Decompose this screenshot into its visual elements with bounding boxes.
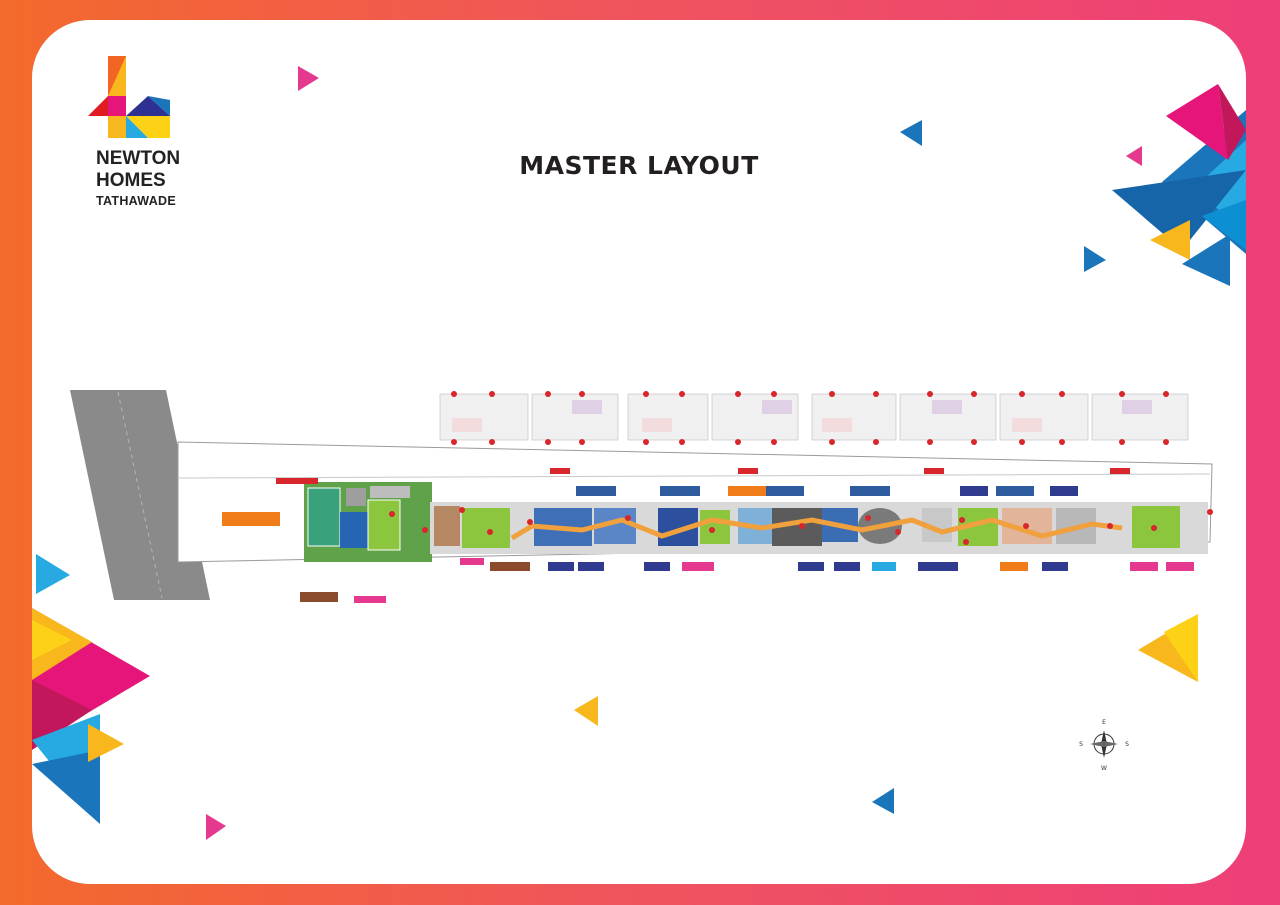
tower-plans xyxy=(439,393,1189,441)
compass-rose-icon: E W S S xyxy=(1079,719,1129,772)
zone-label-brown xyxy=(300,592,338,602)
brand-line-1: NEWTON xyxy=(96,148,181,169)
newton-homes-logo xyxy=(88,56,170,138)
swimming-pool xyxy=(340,512,368,548)
unit-markers xyxy=(451,391,1169,445)
jogging-track xyxy=(510,517,1123,541)
amenity-markers xyxy=(389,507,1213,545)
compass-right-label: S xyxy=(1125,741,1129,748)
brand-line-2: HOMES xyxy=(96,170,166,191)
page-card: NEWTON HOMES TATHAWADE MASTER LAYOUT xyxy=(32,20,1246,884)
compass-bottom-label: W xyxy=(1101,765,1107,772)
zone-labels xyxy=(276,468,1194,571)
tennis-court xyxy=(307,487,341,547)
decorative-triangles xyxy=(32,66,1246,840)
compass-top-label: E xyxy=(1102,719,1106,726)
entrance-zone xyxy=(222,512,280,526)
page-title: MASTER LAYOUT xyxy=(519,151,759,180)
brand-name: NEWTON HOMES xyxy=(96,148,180,192)
brand-location: TATHAWADE xyxy=(96,194,177,208)
compass-left-label: S xyxy=(1079,741,1083,748)
master-plan-drawing xyxy=(70,390,1213,603)
